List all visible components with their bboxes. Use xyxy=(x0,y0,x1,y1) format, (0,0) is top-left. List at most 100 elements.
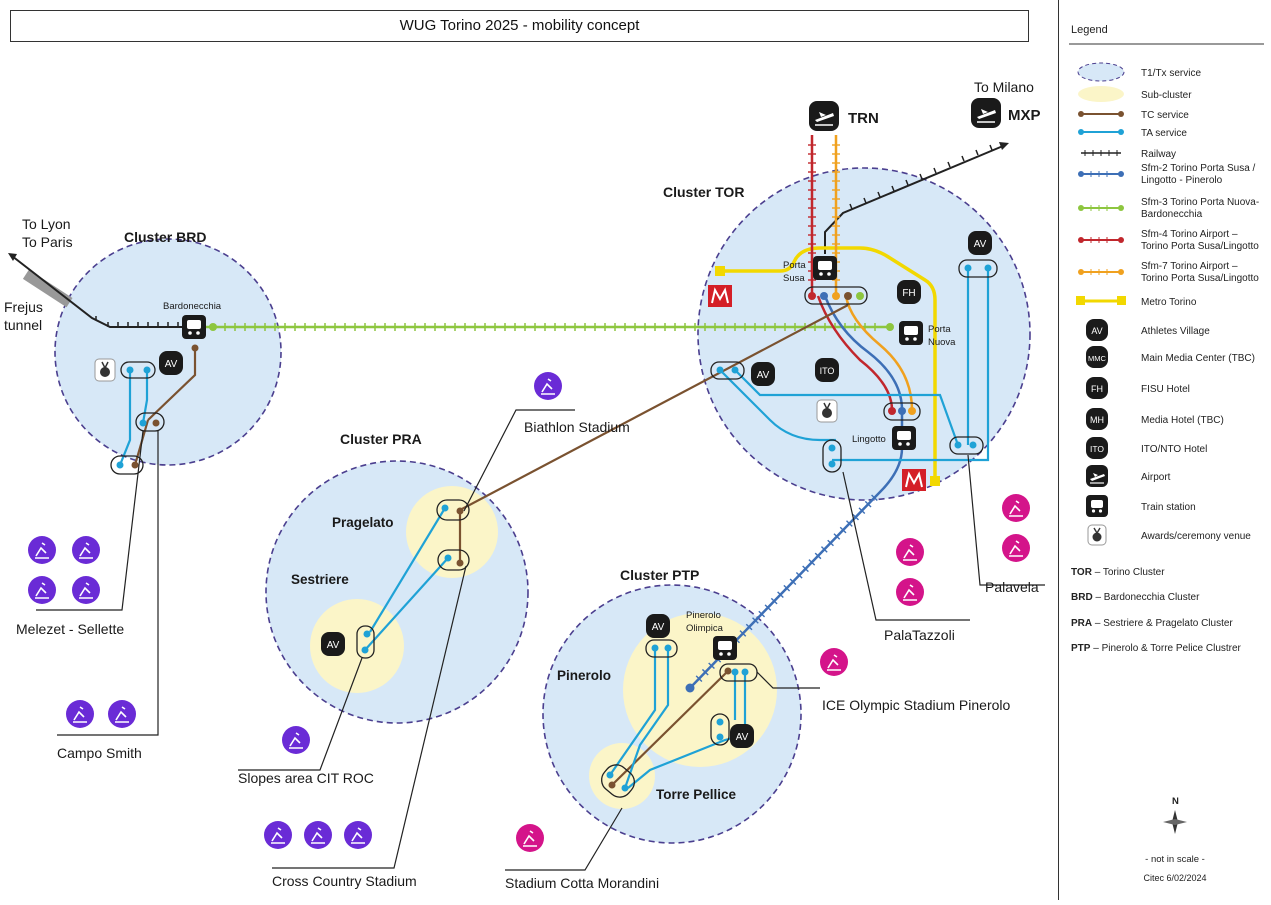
venue-sport-icon xyxy=(282,726,310,754)
venue-sport-icon xyxy=(28,536,56,564)
legend-abbreviation: BRD – Bardonecchia Cluster xyxy=(1071,592,1200,603)
label-mxp: MXP xyxy=(1008,107,1041,124)
sfm2-tick xyxy=(783,584,791,592)
legend-label: Sub-cluster xyxy=(1141,90,1192,101)
legend-label: Airport xyxy=(1141,472,1171,483)
sfm2-tick xyxy=(839,526,847,534)
scale-note: - not in scale - xyxy=(1145,854,1205,865)
sfm2-tick xyxy=(745,623,753,631)
sfm3-end-brd xyxy=(209,323,217,331)
venue-sport-icon xyxy=(896,578,924,606)
legend-label: Awards/ceremony venue xyxy=(1141,531,1251,542)
legend-label: Sfm-2 Torino Porta Susa / xyxy=(1141,163,1256,174)
venue-biathlon-stadium: Biathlon Stadium xyxy=(524,419,630,435)
label-lingotto: Lingotto xyxy=(852,434,886,445)
sfm2-tick xyxy=(820,546,828,553)
venue-sport-icon xyxy=(1002,494,1030,522)
map-title: WUG Torino 2025 - mobility concept xyxy=(10,10,1029,42)
svg-text:MH: MH xyxy=(1090,415,1104,425)
north-arrow-icon xyxy=(1163,810,1187,834)
legend-label: Lingotto - Pinerolo xyxy=(1141,175,1223,186)
north-label: N xyxy=(1172,796,1179,807)
railway-frejus-bardonecchia xyxy=(8,253,190,328)
svg-text:AV: AV xyxy=(165,359,178,370)
legend-label: Main Media Center (TBC) xyxy=(1141,353,1255,364)
sfm2-ticks xyxy=(695,494,878,682)
label-to-milano: To Milano xyxy=(974,79,1034,95)
lingotto-dots xyxy=(888,407,916,415)
airport-icon xyxy=(809,101,839,131)
cluster-pra-area xyxy=(265,460,529,724)
venue-sport-icon xyxy=(820,648,848,676)
venue-sport-icon xyxy=(1002,534,1030,562)
metro-icon xyxy=(902,469,926,491)
legend-symbols: AV MMC FH MH ITO xyxy=(1076,62,1126,546)
svg-text:ITO: ITO xyxy=(820,366,835,376)
sfm4-symbol xyxy=(1078,237,1124,243)
legend-label: Bardonecchia xyxy=(1141,209,1203,220)
label-tunnel: tunnel xyxy=(4,317,42,333)
athletes-village-badge: AV xyxy=(646,614,670,638)
svg-text:AV: AV xyxy=(652,622,665,633)
legend-abbreviation: PRA – Sestriere & Pragelato Cluster xyxy=(1071,618,1233,629)
legend-label: Torino Porta Susa/Lingotto xyxy=(1141,241,1259,252)
metro-symbol xyxy=(1076,296,1126,305)
venue-sport-icon xyxy=(896,538,924,566)
sfm2-tick xyxy=(871,494,878,502)
train-station-icon xyxy=(892,426,916,450)
label-pragelato: Pragelato xyxy=(332,515,394,530)
sfm2-tick xyxy=(814,552,822,560)
legend-label: Sfm-4 Torino Airport – xyxy=(1141,229,1238,240)
railway-symbol xyxy=(1081,150,1121,156)
sfm2-tick xyxy=(695,675,703,682)
legend-abbreviation: TOR – Torino Cluster xyxy=(1071,567,1165,578)
subcluster-pragelato xyxy=(406,486,498,578)
svg-text:AV: AV xyxy=(1091,326,1102,336)
award-icon xyxy=(1087,524,1107,546)
legend-label: Train station xyxy=(1141,502,1196,513)
venue-cotta-morandini: Stadium Cotta Morandini xyxy=(505,875,659,891)
legend-abbreviation: PTP – Pinerolo & Torre Pelice Clustrer xyxy=(1071,643,1242,654)
sfm2-end-pinerolo xyxy=(685,683,695,693)
venue-palatazzoli: PalaTazzoli xyxy=(884,627,955,643)
sfm2-tick xyxy=(852,513,859,521)
sfm2-tick xyxy=(752,617,759,624)
legend-label: ITO/NTO Hotel xyxy=(1141,444,1207,455)
award-icon xyxy=(94,358,116,382)
svg-text:AV: AV xyxy=(327,640,340,651)
venue-sport-icon xyxy=(344,821,372,849)
train-station-icon xyxy=(813,256,837,280)
subcluster-pinerolo xyxy=(623,613,777,767)
venue-sport-icon xyxy=(534,372,562,400)
label-porta-susa-2: Susa xyxy=(783,273,805,284)
venue-sport-icon xyxy=(304,821,332,849)
tc-service-lines xyxy=(133,304,849,786)
venue-sport-icon xyxy=(28,576,56,604)
sfm3-symbol xyxy=(1078,205,1124,211)
ta-service-dots xyxy=(116,264,992,792)
legend-label: Media Hotel (TBC) xyxy=(1141,415,1224,426)
label-to-lyon: To Lyon xyxy=(22,216,71,232)
sfm2-tick xyxy=(770,597,778,605)
venue-sport-icons xyxy=(28,372,1030,852)
ito-hotel-badge: ITO xyxy=(815,358,839,382)
venue-slopes-area: Slopes area CIT ROC xyxy=(238,770,374,786)
venue-ice-olympic: ICE Olympic Stadium Pinerolo xyxy=(822,697,1011,713)
sfm2-tick xyxy=(827,539,834,547)
cluster-tor-area xyxy=(697,167,1031,501)
label-torre-pellice: Torre Pellice xyxy=(656,787,737,802)
sfm3-end-tor xyxy=(886,323,894,331)
sfm2-tick xyxy=(808,559,816,566)
sfm2-tick xyxy=(846,520,853,527)
athletes-village-badge: AV xyxy=(159,351,183,375)
athletes-village-badge: AV xyxy=(751,362,775,386)
metro-terminus-south xyxy=(930,476,940,486)
svg-text:AV: AV xyxy=(974,239,987,250)
sfm2-tick xyxy=(858,507,866,514)
ta-service-symbol xyxy=(1078,129,1124,135)
venue-palavela: Palavela xyxy=(985,579,1039,595)
subcluster-symbol xyxy=(1078,86,1124,102)
venue-campo-smith: Campo Smith xyxy=(57,745,142,761)
